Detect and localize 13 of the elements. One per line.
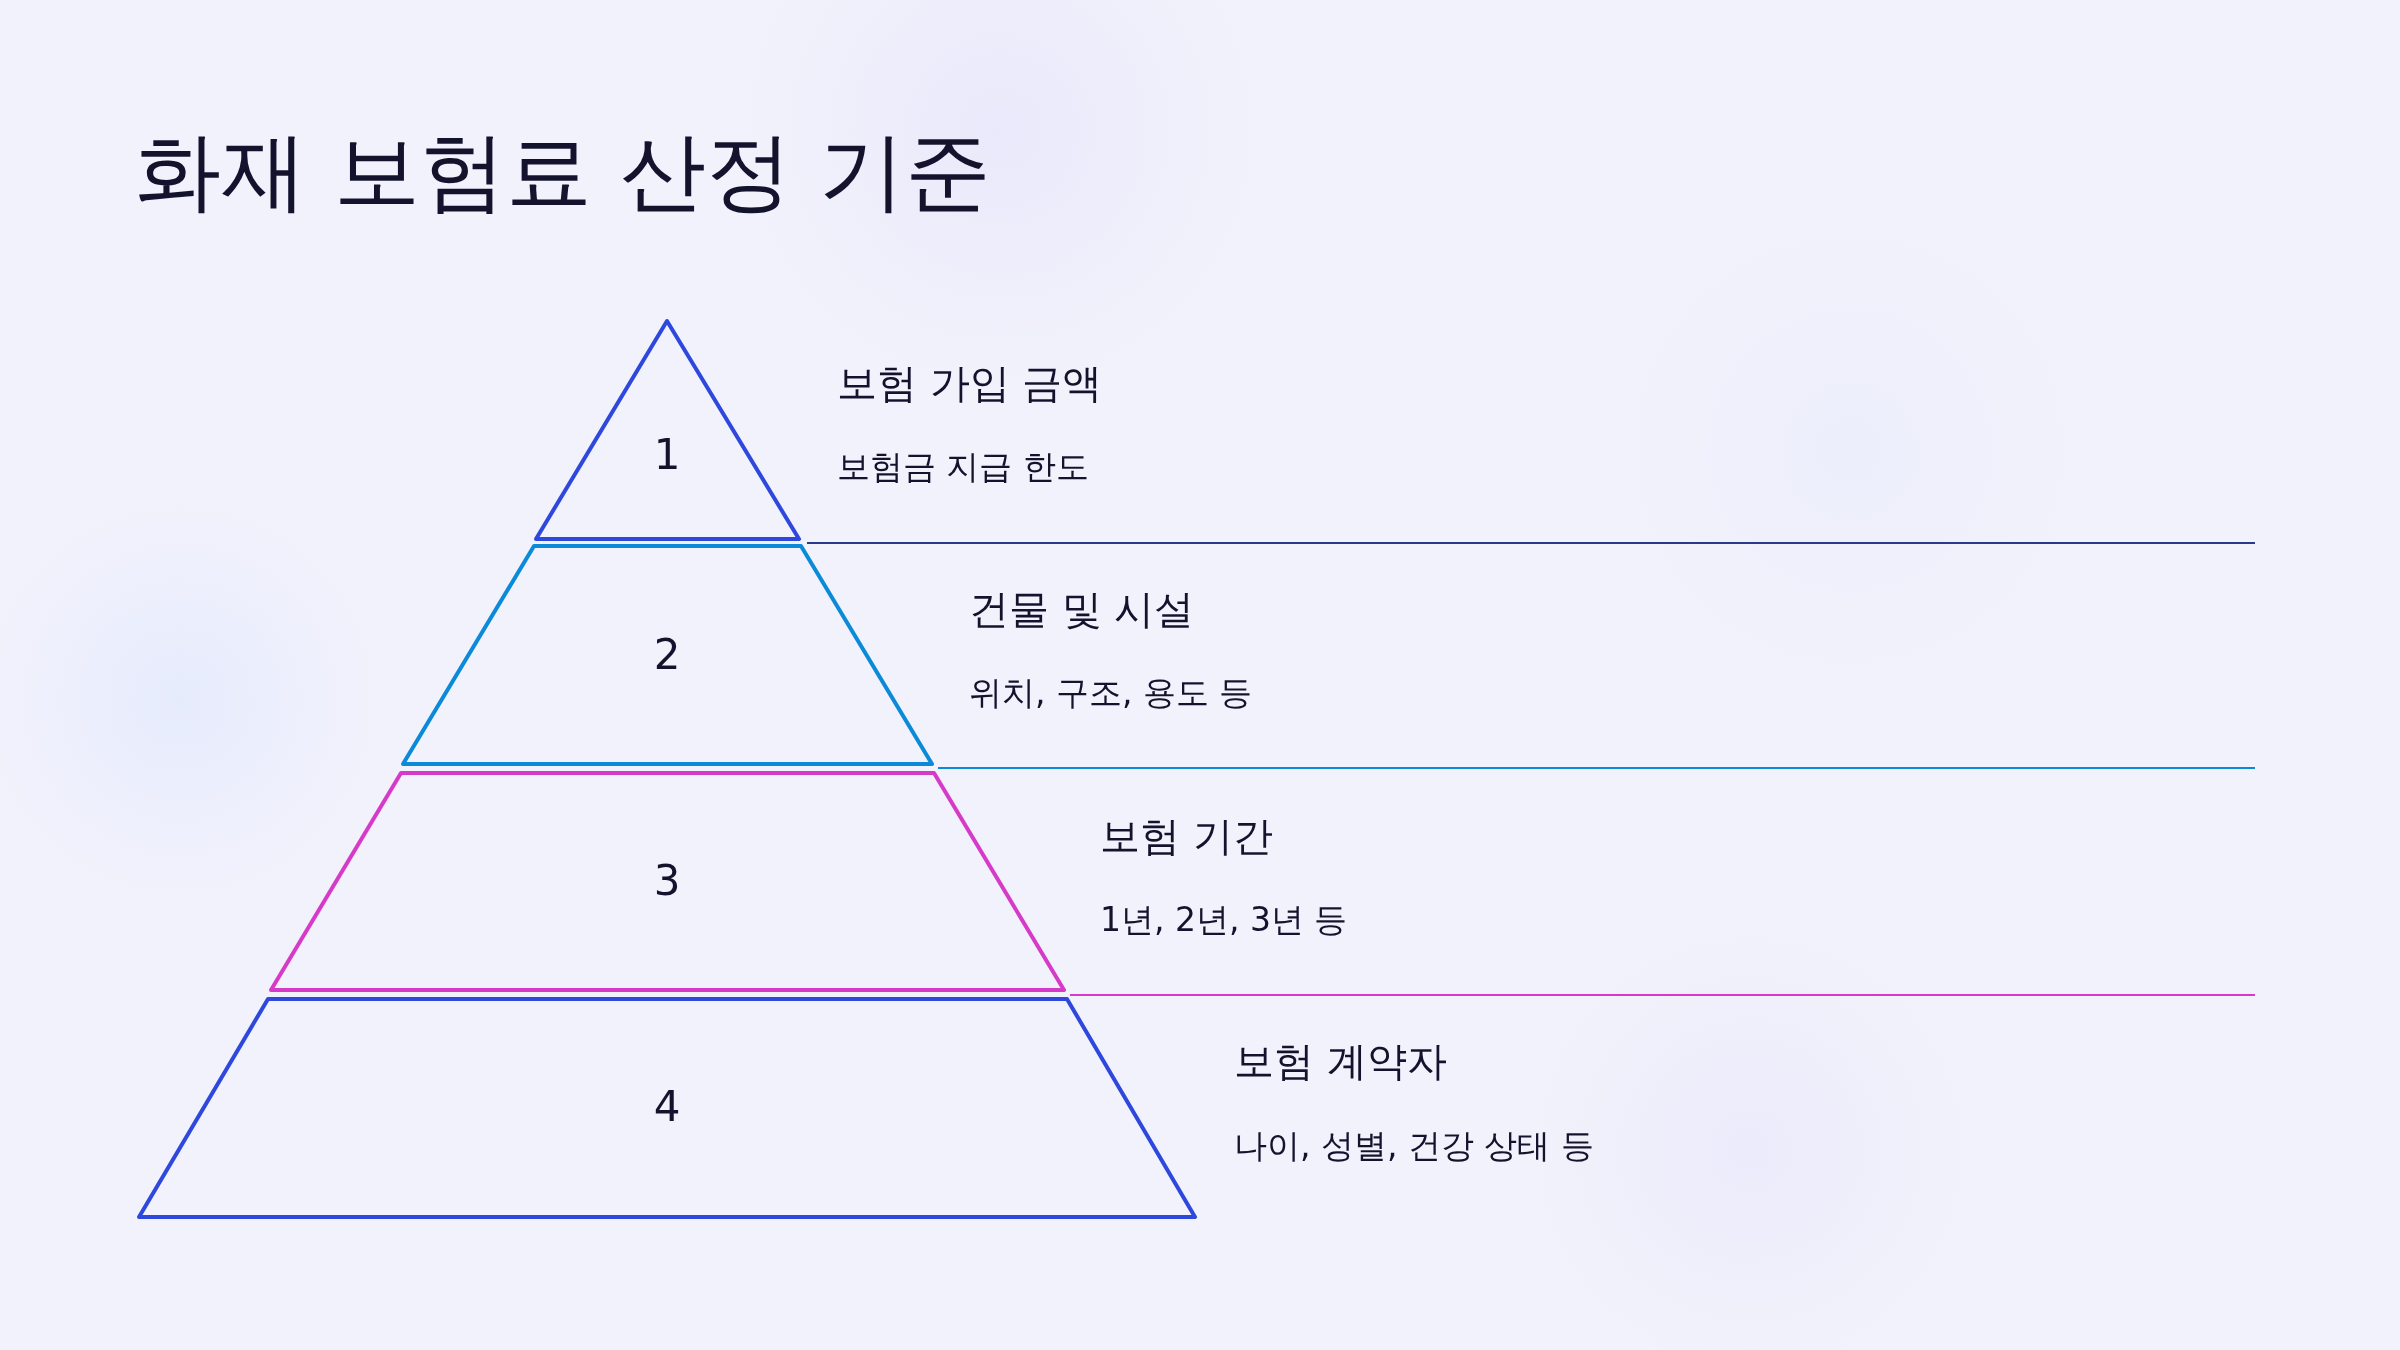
tier-number: 4 — [653, 1081, 681, 1133]
tier-number: 1 — [653, 429, 681, 481]
slide-title: 화재 보험료 산정 기준 — [135, 120, 991, 223]
tier-heading: 보험 계약자 — [1234, 1037, 1447, 1085]
tier-description: 보험금 지급 한도 — [837, 447, 1089, 487]
tier-heading: 보험 기간 — [1100, 812, 1273, 860]
tier-description: 나이, 성별, 건강 상태 등 — [1234, 1126, 1594, 1166]
tier-number: 2 — [653, 629, 681, 681]
tier-heading: 건물 및 시설 — [969, 585, 1195, 633]
tier-heading: 보험 가입 금액 — [837, 359, 1103, 407]
tier-description: 위치, 구조, 용도 등 — [969, 673, 1253, 713]
tier-description: 1년, 2년, 3년 등 — [1100, 900, 1348, 940]
tier-number: 3 — [653, 855, 681, 907]
